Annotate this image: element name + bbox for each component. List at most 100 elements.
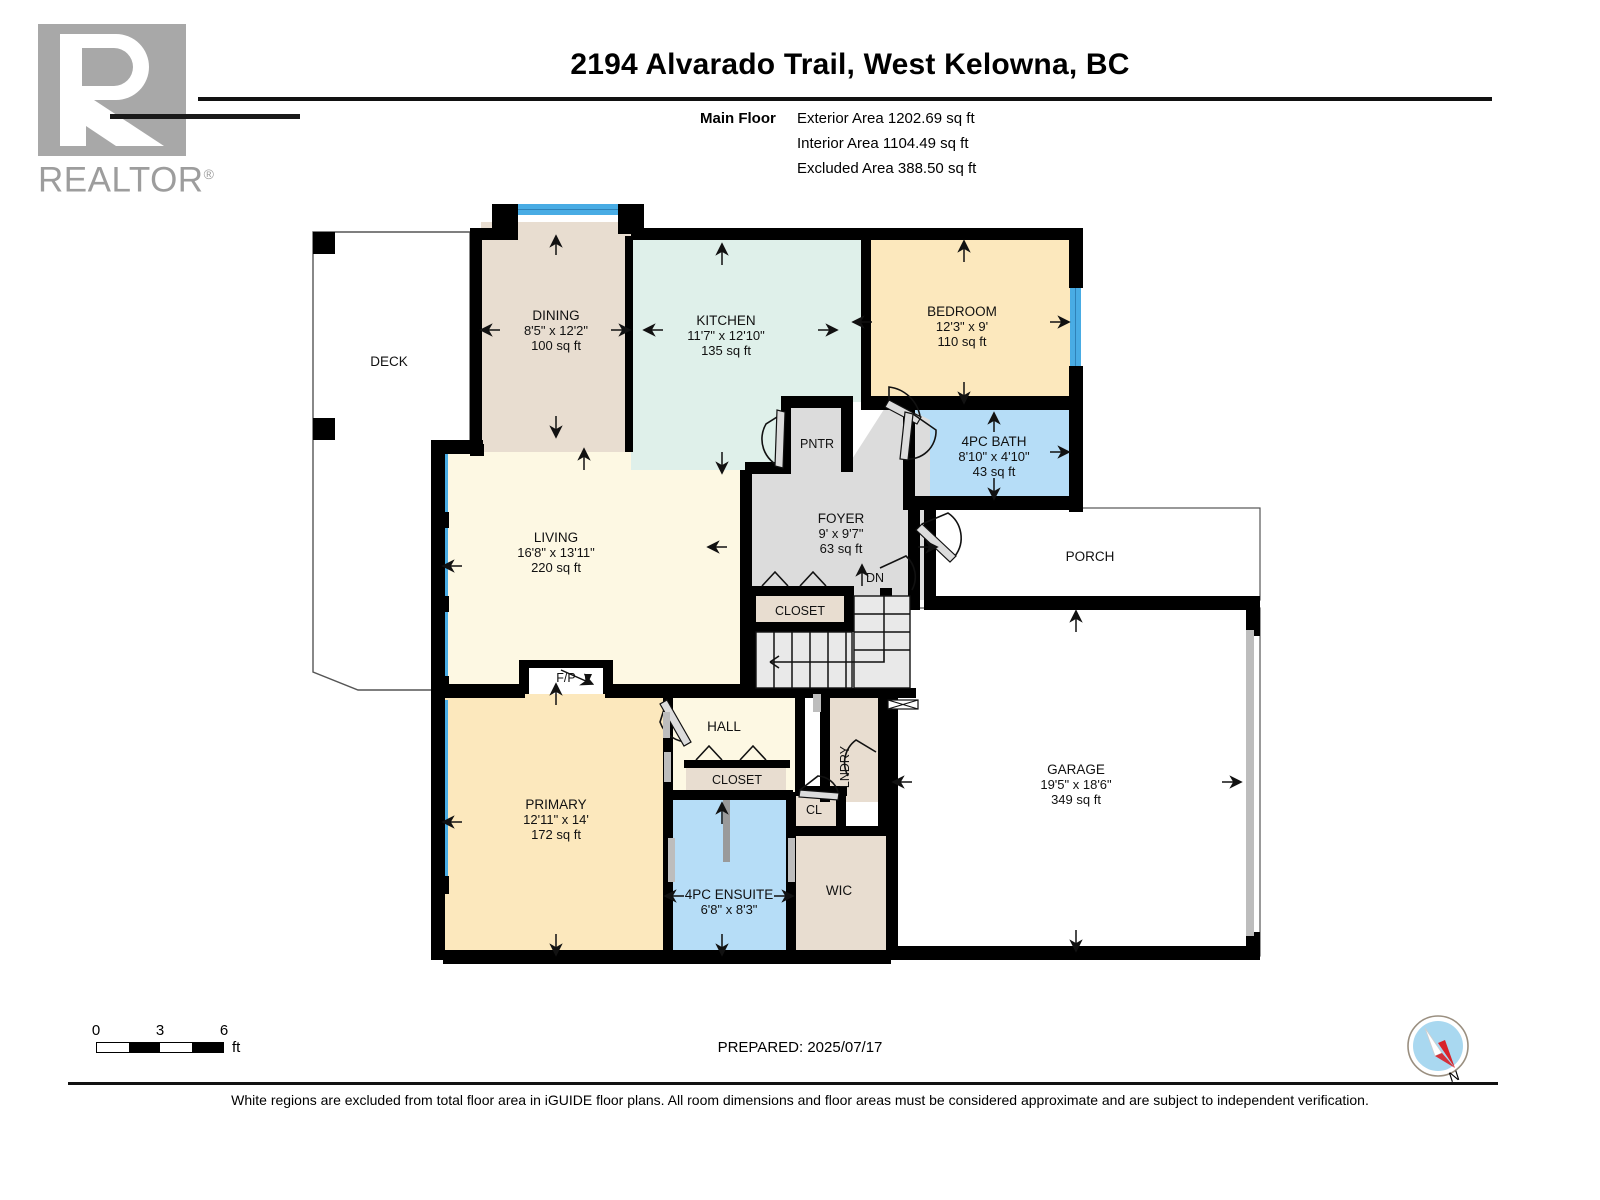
wall-cl-east bbox=[836, 790, 846, 834]
doorway-hall-primary bbox=[663, 712, 670, 738]
doors-and-stairs bbox=[659, 386, 962, 882]
doorway-hall-lndry bbox=[813, 694, 821, 712]
scale-bar: 0 3 6 ft bbox=[92, 1022, 246, 1055]
realtor-wordmark: REALTOR® bbox=[38, 160, 215, 200]
wall-north-exterior bbox=[631, 228, 1083, 240]
area-summary: Main Floor Exterior Area 1202.69 sq ft I… bbox=[700, 106, 976, 181]
wall-dining-sw-nub bbox=[470, 444, 484, 456]
label-garage-area: 349 sq ft bbox=[1051, 792, 1101, 807]
wall-hall-west bbox=[663, 694, 673, 798]
label-dining-dims: 8'5" x 12'2" bbox=[524, 323, 588, 338]
wall-dining-kitchen bbox=[625, 236, 633, 452]
wall-living-south-a bbox=[443, 684, 525, 698]
fp-arrow bbox=[584, 674, 592, 683]
label-dining-area: 100 sq ft bbox=[531, 338, 581, 353]
room-fill-dining bbox=[481, 222, 631, 452]
wall-pantry-north bbox=[781, 396, 853, 408]
wall-porch-south bbox=[924, 596, 1260, 610]
label-primary-dims: 12'11" x 14' bbox=[523, 812, 589, 827]
label-garage-name: GARAGE bbox=[1047, 762, 1105, 777]
wall-cl-north bbox=[795, 786, 847, 796]
wall-pantry-west bbox=[781, 396, 791, 472]
label-bath-area: 43 sq ft bbox=[973, 464, 1016, 479]
footer-divider bbox=[68, 1082, 1498, 1085]
prepared-date: PREPARED: 2025/07/17 bbox=[717, 1039, 883, 1056]
mullion-primary-1 bbox=[435, 876, 449, 894]
wall-ensuite-north bbox=[663, 790, 793, 800]
label-closet-hall: CLOSET bbox=[712, 773, 762, 787]
wall-east-upper bbox=[1069, 228, 1083, 288]
label-ensuite-name: 4PC ENSUITE bbox=[685, 887, 774, 902]
title-divider bbox=[198, 97, 1492, 101]
label-ensuite-dims: 6'8" x 8'3" bbox=[701, 902, 758, 917]
room-labels: DECK DINING 8'5" x 12'2" 100 sq ft KITCH… bbox=[370, 304, 1114, 917]
room-fill-bedroom bbox=[861, 236, 1081, 404]
logo-rule bbox=[110, 114, 300, 119]
label-bedroom-dims: 12'3" x 9' bbox=[936, 319, 988, 334]
compass-icon bbox=[1407, 1015, 1469, 1077]
label-kitchen-name: KITCHEN bbox=[696, 313, 755, 328]
scale-bar-graphic bbox=[96, 1042, 224, 1053]
doorway-ensuite-west bbox=[668, 838, 675, 882]
disclaimer-text: White regions are excluded from total fl… bbox=[231, 1092, 1369, 1108]
wall-bath-south bbox=[903, 496, 1083, 510]
doorway-hall-south bbox=[664, 752, 671, 782]
room-fill-closet-hall bbox=[686, 766, 786, 794]
scale-tick-6: 6 bbox=[219, 1022, 229, 1039]
garage-door-east bbox=[1246, 630, 1254, 936]
label-bath-name: 4PC BATH bbox=[961, 434, 1026, 449]
wall-dining-west-upper bbox=[470, 228, 482, 432]
wall-garage-ne bbox=[1246, 604, 1260, 636]
wall-bedroom-west bbox=[861, 240, 871, 400]
room-fill-primary bbox=[443, 694, 668, 956]
wall-west-primary bbox=[431, 688, 445, 960]
label-foyer-area: 63 sq ft bbox=[820, 541, 863, 556]
scale-ticks: 0 3 6 bbox=[92, 1022, 246, 1042]
label-closet-foyer: CLOSET bbox=[775, 604, 825, 618]
wall-closet-foyer-north bbox=[748, 586, 852, 596]
realtor-logo: REALTOR® bbox=[38, 24, 300, 198]
label-cl: CL bbox=[806, 803, 822, 817]
label-fp: F/P bbox=[556, 671, 575, 685]
door-garage-interior bbox=[887, 699, 919, 710]
label-living-name: LIVING bbox=[534, 530, 578, 545]
wall-lndry-west bbox=[820, 692, 830, 802]
room-fill-living bbox=[443, 452, 746, 690]
realtor-r-glyph bbox=[60, 34, 164, 146]
scale-seg-2 bbox=[128, 1043, 160, 1052]
label-primary-name: PRIMARY bbox=[525, 797, 586, 812]
label-foyer-name: FOYER bbox=[818, 511, 865, 526]
wall-hall-north bbox=[663, 688, 753, 698]
room-fill-garage bbox=[892, 607, 1261, 957]
room-fill-wic bbox=[793, 833, 886, 956]
label-dn: DN bbox=[866, 571, 884, 585]
stairs-down bbox=[755, 595, 911, 689]
label-porch: PORCH bbox=[1066, 549, 1115, 564]
label-kitchen-area: 135 sq ft bbox=[701, 343, 751, 358]
scale-seg-4 bbox=[191, 1043, 223, 1052]
wall-closet-hall-north bbox=[684, 760, 790, 768]
dimension-arrows bbox=[441, 234, 1243, 957]
room-fill-deck bbox=[312, 231, 471, 691]
wall-pantry-east bbox=[841, 400, 853, 472]
interior-area: Interior Area 1104.49 sq ft bbox=[797, 135, 969, 152]
label-hall: HALL bbox=[707, 719, 741, 734]
wall-west-corner bbox=[431, 440, 445, 458]
label-dining-name: DINING bbox=[532, 308, 579, 323]
floor-label: Main Floor bbox=[700, 110, 776, 127]
label-living-area: 220 sq ft bbox=[531, 560, 581, 575]
room-fill-closet-foyer bbox=[752, 592, 847, 625]
room-fill-lndry bbox=[828, 692, 886, 802]
label-pantry: PNTR bbox=[800, 437, 834, 451]
scale-seg-3 bbox=[160, 1043, 192, 1052]
label-wic: WIC bbox=[826, 883, 852, 898]
wall-stairs-south bbox=[748, 688, 916, 698]
wall-lndry-east bbox=[878, 690, 890, 836]
label-bedroom-area: 110 sq ft bbox=[938, 334, 987, 349]
wall-west-living bbox=[431, 440, 445, 696]
wall-fp-west bbox=[519, 660, 529, 694]
label-deck: DECK bbox=[370, 354, 408, 369]
wall-stairs-west bbox=[748, 586, 756, 696]
wall-fp-east bbox=[603, 660, 613, 694]
